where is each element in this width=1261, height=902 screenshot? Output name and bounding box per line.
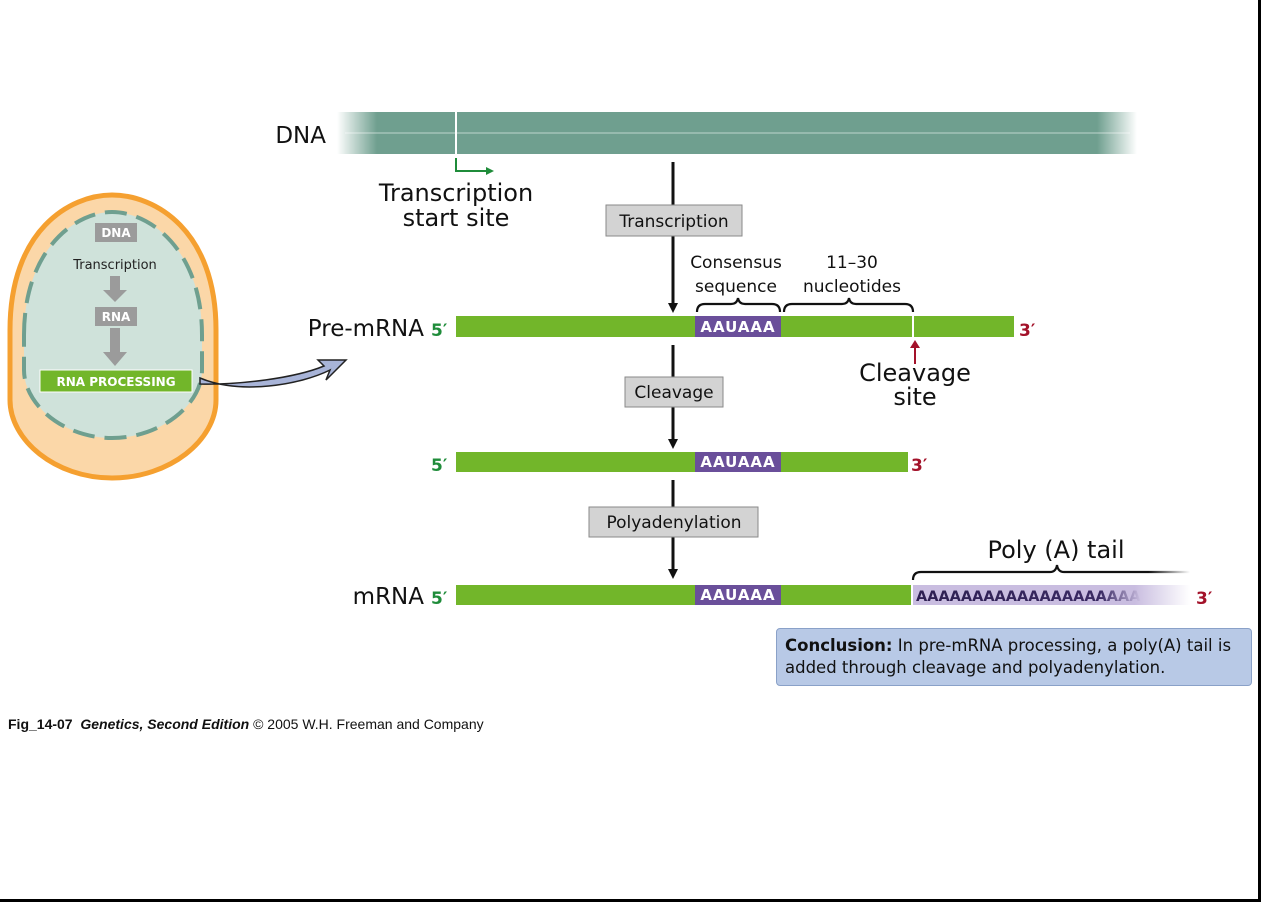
caption-copyright: © 2005 W.H. Freeman and Company <box>253 716 484 732</box>
cell-arrow-down-icon <box>103 328 127 366</box>
cell-transcription-label: Transcription <box>72 258 157 273</box>
cell-inset: DNA Transcription RNA RNA PROCESSING <box>7 192 219 481</box>
pre-mrna-label: Pre-mRNA <box>308 316 424 342</box>
mrna-strand <box>456 585 911 605</box>
transcription-step-box <box>605 204 743 237</box>
cell-arrow-down-icon <box>103 276 127 302</box>
cell-dna-label: DNA <box>101 226 131 240</box>
consensus-brace <box>695 297 782 313</box>
start-site-line2: start site <box>403 204 510 232</box>
figure-caption: Fig_14-07 Genetics, Second Edition © 200… <box>8 716 484 732</box>
poly-a-tail-seq: AAAAAAAAAAAAAAAAAAAA <box>916 589 1141 605</box>
cleavage-site-line2: site <box>893 383 936 411</box>
conclusion-text: In pre-mRNA processing, a poly(A) tail i… <box>785 636 1232 677</box>
conclusion-heading: Conclusion: <box>785 636 893 655</box>
cleavage-site-arrowhead-icon <box>910 340 920 348</box>
pre-mrna-consensus-seq: AAUAAA <box>700 318 775 336</box>
dna-label: DNA <box>275 123 326 149</box>
mrna-3-prime: 3′ <box>1196 589 1213 609</box>
mrna-consensus-seq: AAUAAA <box>700 586 775 604</box>
polyadenylation-step-box <box>588 506 759 538</box>
pre-mrna-3-prime: 3′ <box>1019 321 1036 341</box>
cleaved-3-prime: 3′ <box>911 456 928 476</box>
mrna-consensus-box <box>695 585 781 605</box>
poly-a-tail-label: Poly (A) tail <box>987 536 1124 564</box>
poly-a-brace <box>911 564 1190 581</box>
pre-mrna-consensus-box <box>695 316 781 337</box>
cell-rna-processing-box <box>39 369 193 393</box>
nucleotides-brace <box>782 297 915 313</box>
transcription-step-label: Transcription <box>618 212 728 232</box>
cleavage-step-box <box>624 376 724 408</box>
poly-a-tail-strand <box>913 585 1190 605</box>
zoom-arrow-icon <box>199 359 348 388</box>
cell-rna-box <box>95 307 137 326</box>
caption-figure-id: Fig_14-07 <box>8 716 73 732</box>
mrna-label: mRNA <box>353 584 425 610</box>
start-site-line1: Transcription <box>378 179 533 207</box>
cleavage-step-label: Cleavage <box>634 383 713 403</box>
conclusion-box: Conclusion: In pre-mRNA processing, a po… <box>776 628 1252 686</box>
nucleotides-line2: nucleotides <box>803 277 901 297</box>
mrna-5-prime: 5′ <box>431 589 448 609</box>
cleaved-consensus-seq: AAUAAA <box>700 453 775 471</box>
start-arrow-icon <box>455 158 486 172</box>
cleavage-site-line1: Cleavage <box>859 359 971 387</box>
polyadenylation-step-label: Polyadenylation <box>606 513 741 533</box>
cell-rna-label: RNA <box>102 310 131 324</box>
consensus-line1: Consensus <box>690 253 782 273</box>
cell-dna-box <box>95 223 137 242</box>
caption-book-title: Genetics, Second Edition <box>80 716 250 732</box>
cleaved-strand <box>456 452 908 472</box>
cleaved-5-prime: 5′ <box>431 456 448 476</box>
cell-rna-processing-label: RNA PROCESSING <box>56 375 175 389</box>
cleaved-consensus-box <box>695 452 781 472</box>
pre-mrna-5-prime: 5′ <box>431 321 448 341</box>
start-arrowhead-icon <box>486 167 494 175</box>
consensus-line2: sequence <box>695 277 777 297</box>
nucleotides-line1: 11–30 <box>826 253 878 273</box>
